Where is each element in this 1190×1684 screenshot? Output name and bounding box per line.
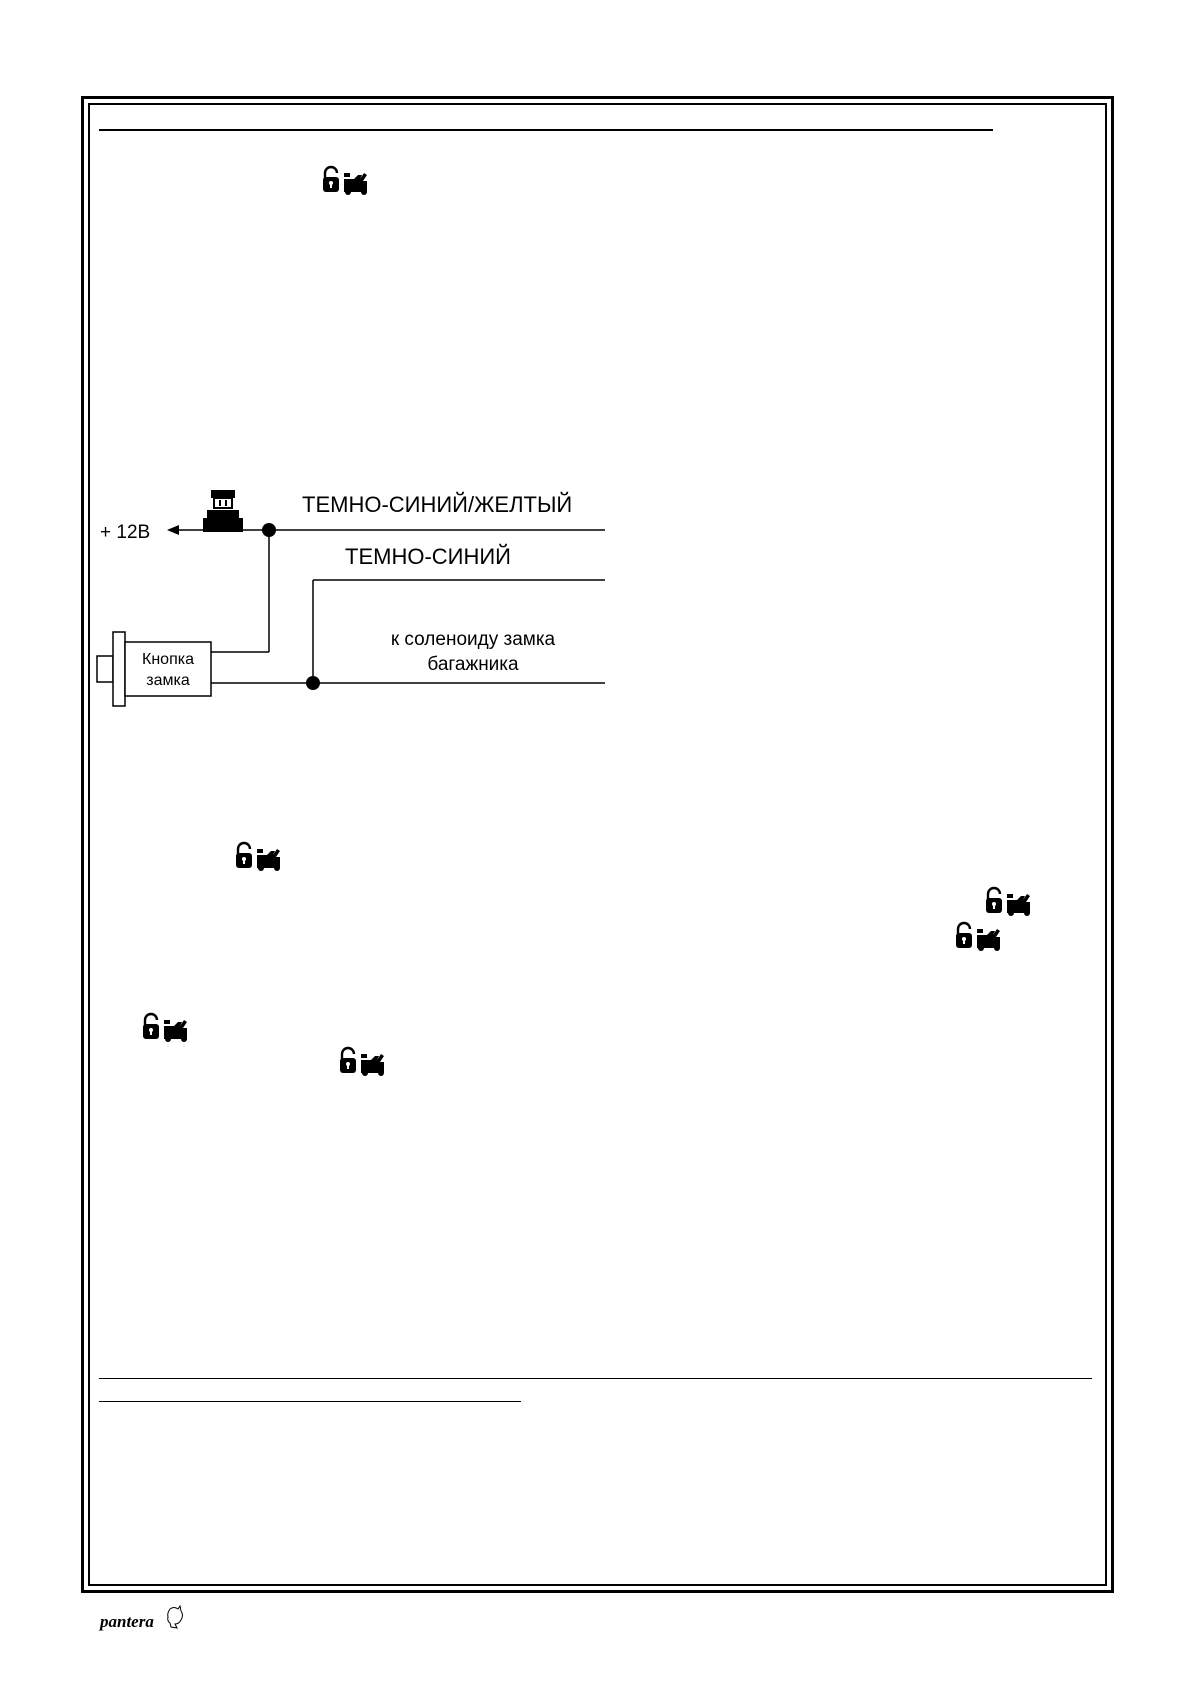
- wire-dark-blue-yellow-label: ТЕМНО-СИНИЙ/ЖЕЛТЫЙ: [302, 492, 572, 517]
- lock-open-trunk-icon: [339, 1046, 386, 1078]
- trunk-button-label-1: Кнопка: [142, 651, 194, 668]
- wire-trunk-solenoid-label-2: багажника: [427, 654, 519, 675]
- lock-open-trunk-icon: [322, 165, 369, 197]
- lock-open-trunk-icon: [985, 886, 1032, 918]
- plus-12v-label: + 12В: [100, 522, 150, 543]
- footnote-rule: [99, 1378, 1092, 1379]
- fuse-icon: [203, 490, 243, 532]
- lock-open-trunk-icon: [235, 841, 282, 873]
- pantera-logo-text: pantera: [98, 1612, 154, 1631]
- pantera-logo: pantera: [98, 1605, 183, 1631]
- lock-open-trunk-icon: [955, 921, 1002, 953]
- trunk-button-icon: [96, 631, 212, 707]
- wiring-diagram: + 12В ТЕМНО-СИНИЙ/ЖЕЛТЫЙ ТЕМНО-СИНИЙ к с…: [96, 490, 605, 707]
- panther-head-icon: [167, 1605, 183, 1629]
- page-frame-inner: [88, 103, 1107, 1586]
- page-frame-outer: [81, 96, 1114, 1593]
- arrow-left-icon: [167, 525, 179, 535]
- wire-trunk-solenoid-label-1: к соленоиду замка: [391, 629, 556, 650]
- trunk-button-label-2: замка: [146, 672, 190, 689]
- header-rule: [99, 129, 993, 131]
- junction-dot: [306, 676, 320, 690]
- wire-dark-blue-label: ТЕМНО-СИНИЙ: [345, 544, 511, 569]
- footnote-rule-short: [99, 1401, 521, 1402]
- lock-open-trunk-icon: [142, 1012, 189, 1044]
